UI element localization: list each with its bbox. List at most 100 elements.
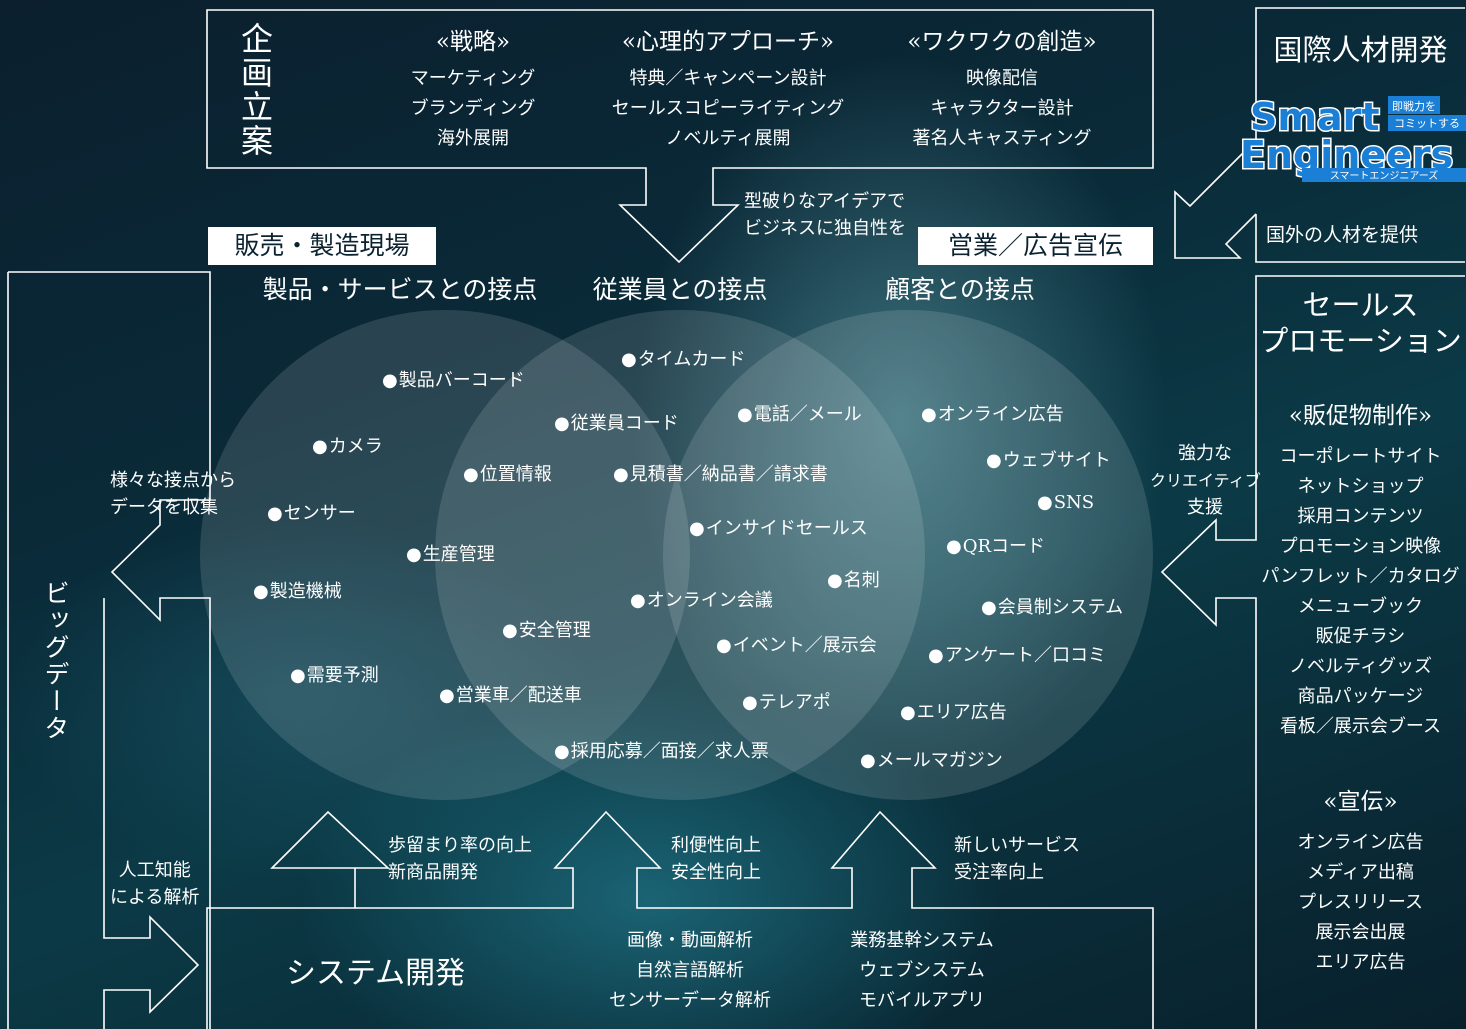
list-item: 採用コンテンツ <box>1297 506 1424 527</box>
caption-line: データを収集 <box>110 497 218 518</box>
caption-line: 受注率向上 <box>954 862 1044 883</box>
venn-item: エリア広告 <box>900 698 1007 724</box>
list-item: エリア広告 <box>1315 952 1406 973</box>
logo-tag1: 即戦力を <box>1392 100 1436 113</box>
list-item: パンフレット／カタログ <box>1261 566 1460 587</box>
title-line: セールス <box>1302 288 1419 322</box>
venn-item: オンライン広告 <box>921 400 1064 426</box>
planning-item: キャラクター設計 <box>930 98 1074 119</box>
planning-col-heading: «心理的アプローチ» <box>621 29 835 55</box>
venn-item: 会員制システム <box>981 593 1123 619</box>
intl-frame-bottom <box>1255 214 1465 263</box>
venn-item: 需要予測 <box>290 661 379 687</box>
venn-item: インサイドセールス <box>689 514 868 540</box>
venn-item: 電話／メール <box>737 400 862 426</box>
caption-line: 人工知能 <box>118 860 191 881</box>
list-item: 商品パッケージ <box>1297 686 1424 707</box>
bigdata-title: ビッグデータ <box>41 580 70 742</box>
venn-item: アンケート／口コミ <box>928 641 1106 667</box>
circle-title-employee: 従業員との接点 <box>592 275 768 304</box>
caption-line: 様々な接点から <box>110 470 236 491</box>
logo-smart: Smart <box>1250 95 1380 139</box>
promo-heading: «販促物制作» <box>1288 403 1433 429</box>
list-item: センサーデータ解析 <box>609 990 771 1011</box>
caption-line: 新商品開発 <box>388 862 478 883</box>
system-title: システム開発 <box>286 956 466 991</box>
planning-item: 映像配信 <box>966 68 1038 89</box>
planning-item: ノベルティ展開 <box>665 128 791 149</box>
planning-frame <box>206 9 1154 264</box>
venn-item: メールマガジン <box>860 746 1003 772</box>
promo-ads-list: «宣伝» オンライン広告 メディア出稿 プレスリリース 展示会出展 エリア広告 <box>1258 786 1463 978</box>
intl-frame <box>1255 7 1465 140</box>
list-item: オンライン広告 <box>1297 832 1424 853</box>
caption-line: ビジネスに独自性を <box>744 218 906 239</box>
circle-title-customer: 顧客との接点 <box>885 275 1035 304</box>
list-item: 販促チラシ <box>1315 626 1406 647</box>
caption-line: による解析 <box>110 887 200 908</box>
circle-title-product: 製品・サービスとの接点 <box>262 275 538 304</box>
caption-line: 支援 <box>1187 497 1223 518</box>
logo-tag2: コミットする <box>1394 117 1460 130</box>
venn-circle-customer <box>663 310 1153 800</box>
venn-item: センサー <box>267 499 356 525</box>
planning-item: 特典／キャンペーン設計 <box>629 68 827 89</box>
list-item: ウェブシステム <box>859 960 985 981</box>
bigdata-ai-caption: 人工知能 による解析 <box>110 857 199 911</box>
list-item: 業務基幹システム <box>850 930 994 951</box>
system-caption-service: 新しいサービス 受注率向上 <box>954 832 1080 886</box>
venn-item: 見積書／納品書／請求書 <box>613 460 828 486</box>
list-item: プレスリリース <box>1297 892 1424 913</box>
bigdata-ai-arrow <box>103 598 200 1029</box>
list-item: ネットショップ <box>1297 476 1424 497</box>
smart-engineers-logo: Smart 即戦力を コミットする Engineers スマートエンジニアーズ <box>1236 90 1466 182</box>
caption-line: 安全性向上 <box>671 862 761 883</box>
venn-item: テレアポ <box>742 688 831 714</box>
planning-item: セールスコピーライティング <box>611 98 845 119</box>
venn-item: オンライン会議 <box>630 586 773 612</box>
system-product-list: 業務基幹システム ウェブシステム モバイルアプリ <box>832 926 1012 1016</box>
caption-line: クリエイティブ <box>1150 471 1261 490</box>
list-item: 自然言語解析 <box>636 960 744 981</box>
list-item: コーポレートサイト <box>1279 446 1442 467</box>
promo-creative-caption: 強力な クリエイティブ 支援 <box>1150 440 1261 521</box>
intl-title: 国際人材開発 <box>1273 33 1448 67</box>
venn-item: 営業車／配送車 <box>439 681 582 707</box>
title-line: プロモーション <box>1259 324 1462 358</box>
planning-col-psychology: «心理的アプローチ» 特典／キャンペーン設計 セールスコピーライティング ノベル… <box>598 26 858 154</box>
promo-heading: «宣伝» <box>1323 789 1398 815</box>
list-item: ノベルティグッズ <box>1289 656 1432 677</box>
venn-item: イベント／展示会 <box>716 631 877 657</box>
label-sales-site: 販売・製造現場 <box>208 227 436 265</box>
label-sales-ad: 営業／広告宣伝 <box>918 227 1153 265</box>
venn-item: タイムカード <box>621 345 746 371</box>
system-frame <box>206 810 391 1029</box>
list-item: モバイルアプリ <box>859 990 985 1011</box>
system-frame-top <box>355 810 1154 1029</box>
list-item: プロモーション映像 <box>1279 536 1442 557</box>
bigdata-frame <box>8 271 211 1029</box>
venn-item: 位置情報 <box>463 460 552 486</box>
venn-item: 生産管理 <box>406 540 495 566</box>
planning-col-heading: «ワクワクの創造» <box>907 29 1097 55</box>
caption-line: 利便性向上 <box>671 835 761 856</box>
venn-item: 従業員コード <box>554 409 679 435</box>
list-item: 画像・動画解析 <box>627 930 753 951</box>
venn-item: SNS <box>1037 492 1094 513</box>
venn-item: QRコード <box>946 532 1045 558</box>
venn-item: 安全管理 <box>502 616 591 642</box>
venn-item: ウェブサイト <box>986 446 1111 472</box>
venn-item: 採用応募／面接／求人票 <box>554 737 769 763</box>
promo-frame <box>1160 275 1465 1029</box>
promo-title: セールス プロモーション <box>1258 287 1463 359</box>
caption-line: 強力な <box>1178 443 1232 464</box>
caption-line: 新しいサービス <box>954 835 1080 856</box>
list-item: 展示会出展 <box>1315 922 1406 943</box>
planning-col-heading: «戦略» <box>435 29 511 55</box>
planning-col-strategy: «戦略» マーケティング ブランディング 海外展開 <box>393 26 553 154</box>
list-item: メディア出稿 <box>1307 862 1414 883</box>
system-analysis-list: 画像・動画解析 自然言語解析 センサーデータ解析 <box>595 926 785 1016</box>
venn-item: 名刺 <box>827 566 880 592</box>
planning-item: ブランディング <box>410 98 536 119</box>
logo-sub: スマートエンジニアーズ <box>1330 169 1439 182</box>
